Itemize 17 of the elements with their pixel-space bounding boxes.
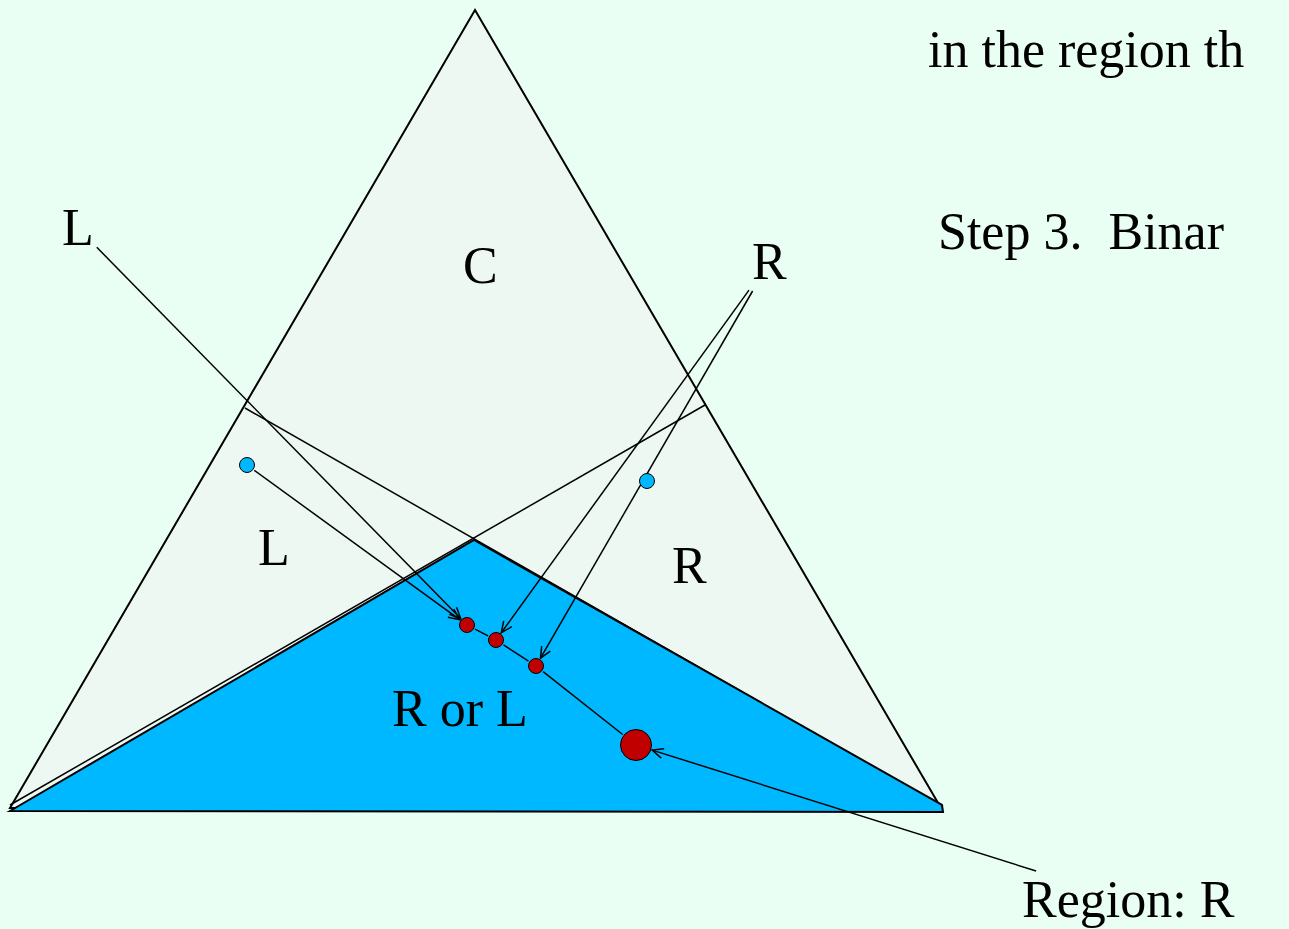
region-label: L — [258, 522, 290, 574]
region-label: R or L — [392, 683, 528, 735]
arrow — [651, 747, 1037, 872]
region-label: C — [463, 240, 498, 292]
region-label: R — [672, 540, 707, 592]
point-label: L — [62, 202, 94, 254]
arrow — [253, 469, 461, 621]
point-label: R — [752, 236, 787, 288]
callout-label: Region: R — [1022, 874, 1235, 926]
arrow — [500, 289, 750, 634]
connecting-line — [502, 644, 530, 662]
arrow — [539, 290, 754, 659]
arrow — [96, 246, 462, 620]
note-text: in the region th — [928, 24, 1245, 76]
connecting-line — [542, 670, 624, 736]
connecting-line — [474, 628, 489, 637]
note-text: Step 3. Binar — [938, 206, 1224, 258]
